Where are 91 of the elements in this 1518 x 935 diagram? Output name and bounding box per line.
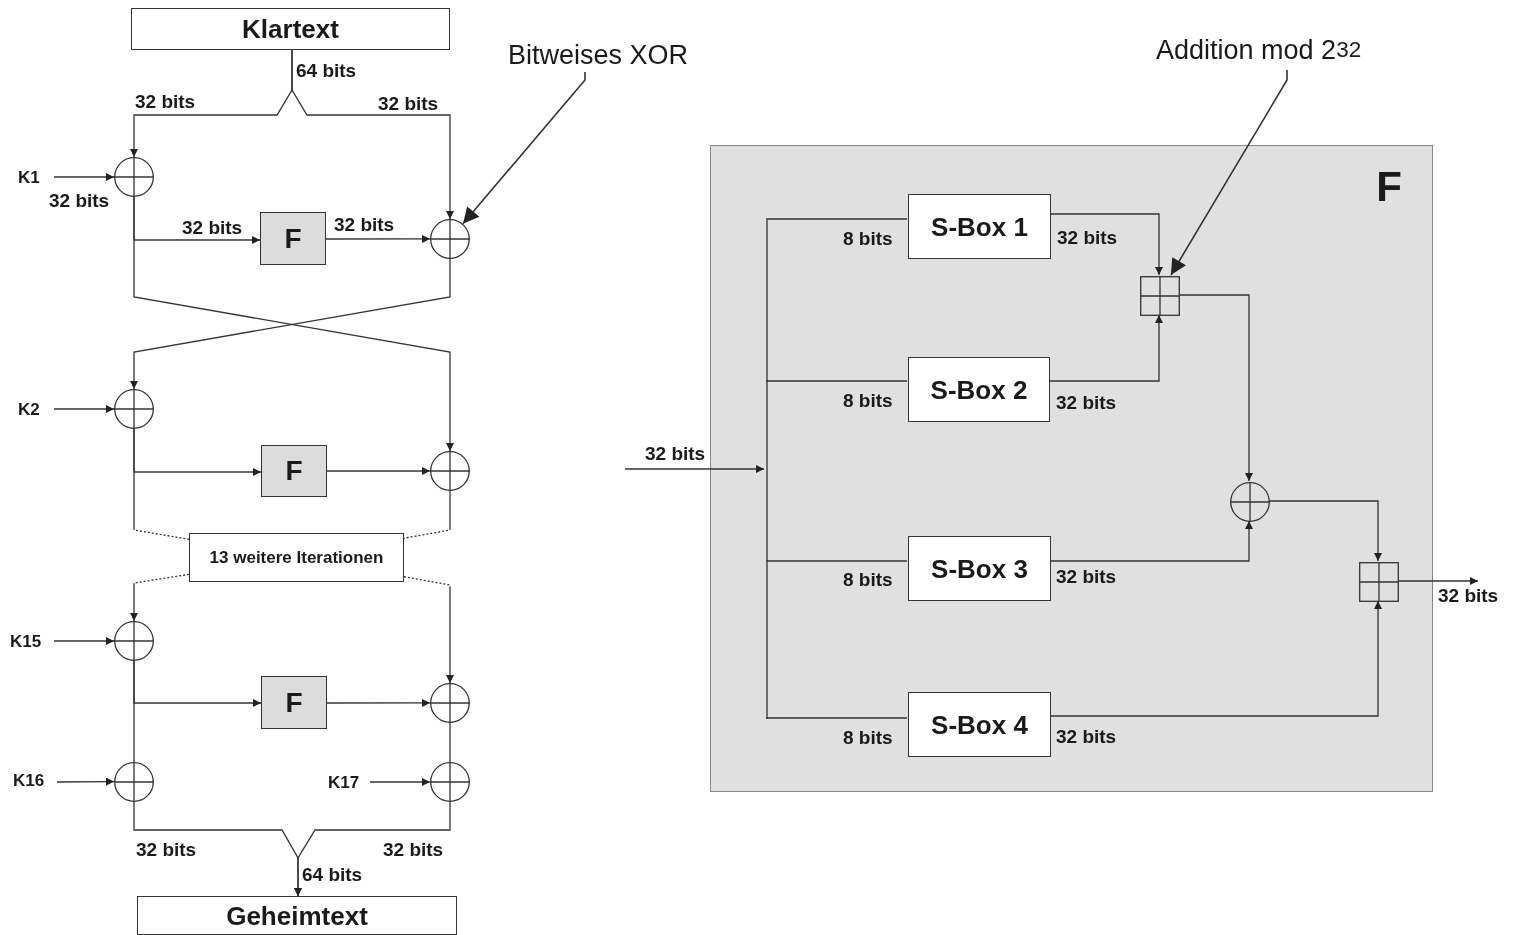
callout-text: Bitweises XOR: [508, 38, 728, 72]
arrow: [130, 258, 451, 390]
s-box: [908, 357, 1050, 422]
connector-line: [765, 717, 908, 719]
connector-line: [765, 560, 908, 562]
distribution-line: [765, 220, 769, 719]
box-label: S-Box 4: [931, 711, 1028, 738]
dotted-connector: [130, 573, 190, 622]
edge-label: 32 bits: [645, 444, 706, 463]
panel-heading: F: [1376, 166, 1402, 208]
function-box: [261, 676, 327, 729]
arrow: [56, 777, 115, 786]
connector-line: [133, 660, 135, 763]
edge-label: 8 bits: [843, 391, 893, 410]
box-label: 13 weitere Iterationen: [209, 549, 384, 566]
arrow: [53, 405, 115, 413]
xor-symbol: [114, 762, 154, 802]
xor-symbol: [430, 683, 470, 723]
dotted-connector: [403, 490, 451, 539]
edge-label: 32 bits: [182, 218, 243, 237]
arrow: [291, 49, 454, 220]
arrow: [1397, 577, 1479, 585]
arrow: [53, 173, 115, 181]
box-label: F: [284, 224, 302, 253]
bit-width-label: 64 bits: [302, 865, 363, 884]
s-box: [908, 194, 1051, 259]
key-label: K2: [18, 398, 54, 420]
edge-label: 32 bits: [334, 215, 395, 234]
box-label: S-Box 2: [930, 376, 1028, 403]
adder-symbol: [1359, 562, 1399, 602]
xor-symbol: [114, 389, 154, 429]
edge-label: 8 bits: [843, 728, 893, 747]
function-box: [261, 445, 327, 497]
edge-label: 8 bits: [843, 570, 893, 589]
leader-arrow: [1170, 69, 1288, 276]
s-box: [908, 692, 1051, 757]
edge-label: 32 bits: [49, 191, 110, 210]
note-box: [189, 533, 404, 582]
edge-label: 32 bits: [383, 840, 444, 859]
edge-label: 32 bits: [1438, 586, 1499, 605]
arrow: [1268, 500, 1382, 562]
arrow: [1049, 213, 1163, 276]
title-box: [137, 896, 457, 935]
key-label: K1: [18, 166, 54, 188]
arrow: [133, 196, 454, 452]
connector-line: [765, 380, 908, 382]
arrow: [1178, 294, 1253, 482]
arrow: [326, 698, 431, 707]
edge-label: 32 bits: [1056, 567, 1117, 586]
edge-label: 8 bits: [843, 229, 893, 248]
dotted-connector: [133, 428, 190, 540]
arrow: [369, 778, 431, 786]
adder-symbol: [1140, 276, 1180, 316]
box-label: S-Box 1: [931, 213, 1028, 240]
arrow: [294, 801, 451, 897]
edge-label: 32 bits: [1056, 727, 1117, 746]
edge-label: 32 bits: [378, 94, 439, 113]
xor-symbol: [114, 621, 154, 661]
function-panel: [710, 145, 1433, 792]
xor-symbol: [430, 451, 470, 491]
arrow: [1048, 314, 1163, 382]
box-label: Geheimtext: [226, 902, 368, 929]
dotted-connector: [403, 576, 454, 684]
s-box: [908, 536, 1051, 601]
edge-label: 32 bits: [136, 840, 197, 859]
connector-line: [449, 722, 451, 763]
box-label: F: [285, 688, 303, 717]
leader-arrow: [462, 71, 586, 225]
bit-width-label: 64 bits: [296, 61, 357, 80]
arrow: [53, 637, 115, 645]
xor-symbol: [114, 157, 154, 197]
arrow: [1049, 520, 1253, 562]
arrow: [624, 465, 765, 473]
key-label: K15: [10, 630, 54, 652]
xor-symbol: [430, 219, 470, 259]
box-label: Klartext: [242, 16, 339, 42]
box-label: S-Box 3: [931, 555, 1028, 582]
key-label: K17: [328, 771, 370, 793]
box-label: F: [285, 457, 303, 485]
arrow: [326, 467, 431, 475]
edge-label: 32 bits: [135, 92, 196, 111]
key-label: K16: [13, 769, 57, 791]
arrow: [325, 234, 431, 243]
edge-label: 32 bits: [1056, 393, 1117, 412]
edge-label: 32 bits: [1057, 228, 1118, 247]
function-box: [260, 212, 326, 265]
xor-symbol: [1230, 482, 1270, 522]
connector-line: [765, 218, 908, 220]
title-box: [131, 8, 450, 50]
arrow: [1049, 600, 1382, 717]
xor-symbol: [430, 762, 470, 802]
